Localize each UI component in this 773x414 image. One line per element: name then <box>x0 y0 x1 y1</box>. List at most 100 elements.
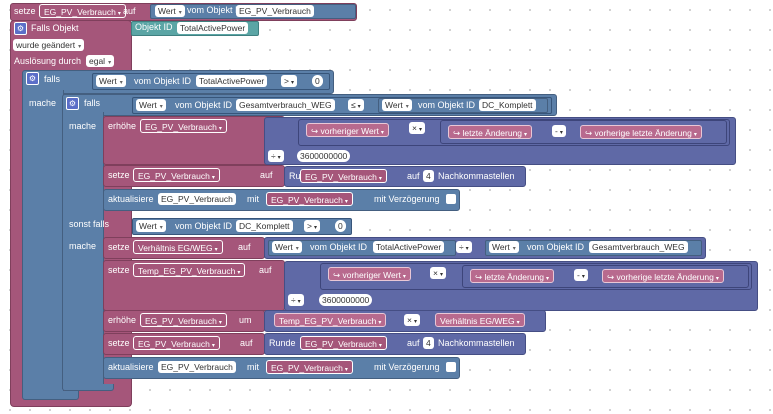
variable-dropdown[interactable]: EG_PV_Verbrauch▾ <box>140 119 227 133</box>
variable-dropdown[interactable]: Verhältnis EG/WEG▾ <box>133 240 223 254</box>
number-field[interactable]: 0 <box>335 220 346 232</box>
math-operator-dropdown[interactable]: ÷▾ <box>268 150 284 162</box>
setze-label: setze <box>14 6 36 16</box>
wert-dropdown[interactable]: Wert▾ <box>136 99 166 111</box>
variable-dropdown[interactable]: EG_PV_Verbrauch▾ <box>39 4 126 18</box>
auf-label: auf <box>259 265 272 275</box>
vom-objekt-id-label: vom Objekt ID <box>418 100 476 110</box>
math-operator-dropdown[interactable]: ÷▾ <box>288 294 304 306</box>
trigger-footer <box>10 396 132 407</box>
vom-objekt-id-label: vom Objekt ID <box>175 221 233 231</box>
compare-operator-dropdown[interactable]: >▾ <box>304 220 320 232</box>
vom-objekt-id-label: vom Objekt ID <box>527 242 585 252</box>
setze-label: setze <box>108 338 130 348</box>
auf-label: auf <box>238 242 251 252</box>
variable-dropdown[interactable]: EG_PV_Verbrauch▾ <box>300 336 387 350</box>
gear-icon[interactable]: ⚙ <box>66 97 79 110</box>
previous-value-block[interactable]: ↪ vorheriger Wert▾ <box>328 267 411 281</box>
variable-dropdown[interactable]: EG_PV_Verbrauch▾ <box>140 313 227 327</box>
inner-if-footer <box>62 384 114 391</box>
compare-operator-dropdown[interactable]: >▾ <box>281 75 297 87</box>
vom-objekt-id-label: vom Objekt ID <box>310 242 368 252</box>
number-field[interactable]: 3600000000 <box>297 150 351 162</box>
setze-label: setze <box>108 170 130 180</box>
object-id-field[interactable]: Gesamtverbrauch_WEG <box>236 99 335 111</box>
object-id-field[interactable]: DC_Komplett <box>236 220 293 232</box>
outer-if-spine <box>22 90 64 396</box>
vom-objekt-id-label: vom Objekt ID <box>134 76 192 86</box>
variable-dropdown[interactable]: EG_PV_Verbrauch▾ <box>266 360 353 374</box>
aktualisiere-label: aktualisiere <box>108 194 154 204</box>
falls-label: falls <box>44 74 61 84</box>
math-operator-dropdown[interactable]: ÷▾ <box>456 241 472 253</box>
variable-dropdown[interactable]: EG_PV_Verbrauch▾ <box>133 336 220 350</box>
last-change-block[interactable]: ↪ letzte Änderung▾ <box>470 269 555 283</box>
previous-last-change-block[interactable]: ↪ vorherige letzte Änderung▾ <box>602 269 724 283</box>
object-id-field[interactable]: Gesamtverbrauch_WEG <box>589 241 688 253</box>
auf-label: auf <box>123 6 136 16</box>
variable-dropdown[interactable]: EG_PV_Verbrauch▾ <box>300 169 387 183</box>
previous-value-block[interactable]: ↪ vorheriger Wert▾ <box>306 123 389 137</box>
auf-label: auf <box>407 171 420 181</box>
math-operator-dropdown[interactable]: -▾ <box>574 269 588 281</box>
variable-dropdown[interactable]: Temp_EG_PV_Verbrauch▾ <box>274 313 387 327</box>
trigger-condition-dropdown[interactable]: wurde geändert▾ <box>13 39 85 51</box>
vom-objekt-id-label: vom Objekt ID <box>175 100 233 110</box>
wert-dropdown[interactable]: Wert▾ <box>272 241 302 253</box>
object-id-field[interactable]: EG_PV_Verbrauch <box>158 361 236 373</box>
aktualisiere-label: aktualisiere <box>108 362 154 372</box>
math-operator-dropdown[interactable]: ×▾ <box>430 267 446 279</box>
delay-checkbox[interactable] <box>446 362 456 372</box>
object-id-field[interactable]: EG_PV_Verbrauch <box>236 5 314 17</box>
wert-dropdown[interactable]: Wert▾ <box>136 220 166 232</box>
wert-dropdown[interactable]: Wert▾ <box>489 241 519 253</box>
ausloesung-dropdown[interactable]: egal▾ <box>86 55 115 67</box>
variable-dropdown[interactable]: EG_PV_Verbrauch▾ <box>133 168 220 182</box>
mit-label: mit <box>247 194 259 204</box>
math-operator-dropdown[interactable]: ×▾ <box>409 122 425 134</box>
decimals-field[interactable]: 4 <box>423 170 434 182</box>
mit-verzoegerung-label: mit Verzögerung <box>374 194 440 204</box>
decimals-field[interactable]: 4 <box>423 337 434 349</box>
object-id-field[interactable]: TotalActivePower <box>196 75 268 87</box>
last-change-block[interactable]: ↪ letzte Änderung▾ <box>448 125 533 139</box>
previous-last-change-block[interactable]: ↪ vorherige letzte Änderung▾ <box>580 125 702 139</box>
falls-label: falls <box>84 98 101 108</box>
mit-verzoegerung-label: mit Verzögerung <box>374 362 440 372</box>
variable-dropdown[interactable]: Verhältnis EG/WEG▾ <box>435 313 525 327</box>
runde-label: Runde <box>269 338 296 348</box>
nachkommastellen-label: Nachkommastellen <box>438 338 515 348</box>
erhoehe-label: erhöhe <box>108 121 137 131</box>
nachkommastellen-label: Nachkommastellen <box>438 171 515 181</box>
mit-label: mit <box>247 362 259 372</box>
auf-label: auf <box>260 170 273 180</box>
sonst-falls-label: sonst falls <box>69 219 110 229</box>
delay-checkbox[interactable] <box>446 194 456 204</box>
number-field[interactable]: 3600000000 <box>319 294 373 306</box>
mache-label: mache <box>29 98 57 108</box>
trigger-object-id-field[interactable]: TotalActivePower <box>177 22 249 34</box>
gear-icon[interactable]: ⚙ <box>14 22 27 35</box>
erhoehe-label: erhöhe <box>108 315 137 325</box>
mache-label: mache <box>69 241 97 251</box>
outer-if-footer <box>22 391 79 400</box>
wert-dropdown[interactable]: Wert▾ <box>382 99 412 111</box>
variable-dropdown[interactable]: Temp_EG_PV_Verbrauch▾ <box>133 263 246 277</box>
objekt-id-label: Objekt ID <box>135 22 173 32</box>
setze-label: setze <box>108 265 130 275</box>
mache-label: mache <box>69 121 97 131</box>
um-label: um <box>239 315 252 325</box>
variable-dropdown[interactable]: EG_PV_Verbrauch▾ <box>266 192 353 206</box>
math-operator-dropdown[interactable]: -▾ <box>552 125 566 137</box>
wert-dropdown[interactable]: Wert▾ <box>155 5 185 17</box>
object-id-field[interactable]: EG_PV_Verbrauch <box>158 193 236 205</box>
auf-label: auf <box>240 338 253 348</box>
setze-label: setze <box>108 242 130 252</box>
object-id-field[interactable]: TotalActivePower <box>373 241 445 253</box>
math-operator-dropdown[interactable]: ×▾ <box>404 314 420 326</box>
compare-operator-dropdown[interactable]: ≤▾ <box>348 99 364 111</box>
wert-dropdown[interactable]: Wert▾ <box>96 75 126 87</box>
number-field[interactable]: 0 <box>312 75 323 87</box>
object-id-field[interactable]: DC_Komplett <box>479 99 536 111</box>
gear-icon[interactable]: ⚙ <box>26 72 39 85</box>
